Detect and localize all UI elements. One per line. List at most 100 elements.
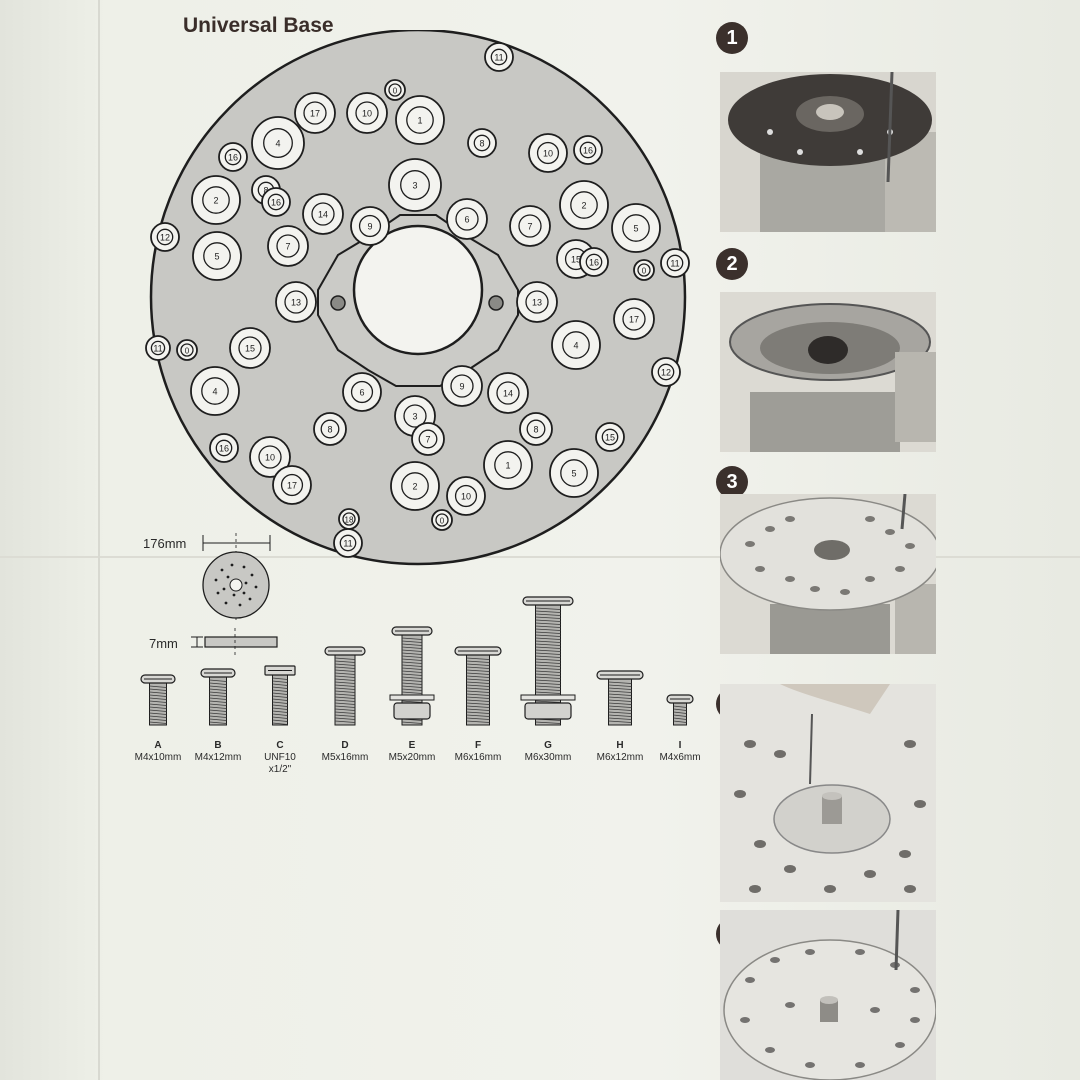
disc-hole-label: 16 <box>589 258 599 268</box>
disc-hole-label: 2 <box>412 482 417 492</box>
screw-size-line2: x1/2" <box>268 764 292 775</box>
disc-hole: 7 <box>267 225 309 267</box>
disc-hole-label: 13 <box>291 298 301 308</box>
disc-hole: 5 <box>611 203 661 253</box>
disc-hole: 2 <box>191 175 241 225</box>
disc-hole: 18 <box>338 508 360 530</box>
thickness-diagram <box>191 628 278 656</box>
disc-hole: 8 <box>467 128 497 158</box>
disc-hole: 13 <box>516 281 558 323</box>
disc-hole-label: 6 <box>464 215 469 225</box>
disc-hole-label: 10 <box>543 149 553 159</box>
step-5-photo <box>720 910 936 1080</box>
disc-hole-label: 0 <box>642 267 647 276</box>
disc-hole: 11 <box>145 335 171 361</box>
screw-i <box>666 694 694 726</box>
disc-hole: 16 <box>218 142 248 172</box>
disc-hole-label: 12 <box>661 368 671 378</box>
step-4-photo <box>720 684 936 902</box>
screw-b <box>200 668 236 726</box>
disc-hole: 6 <box>446 198 488 240</box>
disc-hole-label: 4 <box>573 341 578 351</box>
disc-hole-label: 5 <box>214 252 219 262</box>
disc-hole: 1 <box>395 95 445 145</box>
disc-hole: 16 <box>209 433 239 463</box>
screw-h <box>596 670 644 726</box>
screw-letter: D <box>341 740 349 751</box>
screw-letter: G <box>544 740 552 751</box>
step-3-photo <box>720 494 936 654</box>
disc-hole: 15 <box>595 422 625 452</box>
disc-hole: 10 <box>528 133 568 173</box>
screw-letter: B <box>214 740 222 751</box>
screw-size: M4x6mm <box>659 752 701 763</box>
disc-hole: 8 <box>313 412 347 446</box>
disc-hole-label: 8 <box>263 186 268 196</box>
disc-hole-label: 11 <box>153 344 162 354</box>
disc-hole-label: 9 <box>367 222 372 232</box>
disc-hole: 4 <box>251 116 305 170</box>
disc-hole: 9 <box>441 365 483 407</box>
disc-hole-label: 16 <box>219 444 229 454</box>
screw-size: UNF10 <box>264 752 296 763</box>
disc-hole-label: 6 <box>359 388 364 398</box>
disc-hole: 10 <box>446 476 486 516</box>
disc-hole: 17 <box>272 465 312 505</box>
screw-f <box>454 646 502 726</box>
disc-hole: 0 <box>384 79 406 101</box>
disc-hole-label: 8 <box>479 139 484 149</box>
screw-letter: A <box>154 740 162 751</box>
screw-size: M6x30mm <box>524 752 572 763</box>
disc-hole-label: 5 <box>633 224 638 234</box>
disc-hole: 7 <box>411 422 445 456</box>
disc-hole: 17 <box>613 298 655 340</box>
disc-hole-label: 0 <box>393 87 398 96</box>
diameter-label: 176mm <box>143 536 187 551</box>
screw-size: M4x10mm <box>134 752 182 763</box>
screw-letter: C <box>276 740 284 751</box>
disc-hole-label: 10 <box>461 492 471 502</box>
disc-hole: 3 <box>388 158 442 212</box>
disc-hole-label: 18 <box>345 516 354 525</box>
disc-hole-label: 10 <box>265 453 275 463</box>
disc-hole: 12 <box>150 222 180 252</box>
disc-hole-label: 9 <box>459 382 464 392</box>
screw-set-diagram <box>140 596 694 726</box>
disc-hole-label: 14 <box>318 210 328 220</box>
step-1-badge: 1 <box>716 22 748 54</box>
disc-hole-label: 5 <box>571 469 576 479</box>
disc-hole: 2 <box>559 180 609 230</box>
disc-hole: 0 <box>176 339 198 361</box>
disc-hole-label: 15 <box>245 344 255 354</box>
disc-hole-label: 11 <box>494 53 503 63</box>
disc-hole: 16 <box>573 135 603 165</box>
step-2-badge: 2 <box>716 248 748 280</box>
disc-hole-label: 2 <box>581 201 586 211</box>
screw-letter: F <box>474 740 482 751</box>
screw-size: M4x12mm <box>194 752 242 763</box>
disc-hole: 0 <box>431 509 453 531</box>
disc-hole-label: 16 <box>228 153 238 163</box>
disc-hole-label: 16 <box>583 146 593 156</box>
disc-hole: 14 <box>487 372 529 414</box>
screw-a <box>140 674 176 726</box>
disc-hole: 10 <box>249 436 291 478</box>
disc-hole: 13 <box>275 281 317 323</box>
disc-hole-label: 12 <box>160 233 170 243</box>
disc-hole: 10 <box>346 92 388 134</box>
disc-hole-label: 4 <box>275 139 280 149</box>
disc-hole: 6 <box>342 372 382 412</box>
disc-hole-label: 13 <box>532 298 542 308</box>
disc-hole: 12 <box>651 357 681 387</box>
base-dimensions-diagram <box>202 533 271 620</box>
disc-hole: 2 <box>390 461 440 511</box>
disc-hole: 17 <box>294 92 336 134</box>
